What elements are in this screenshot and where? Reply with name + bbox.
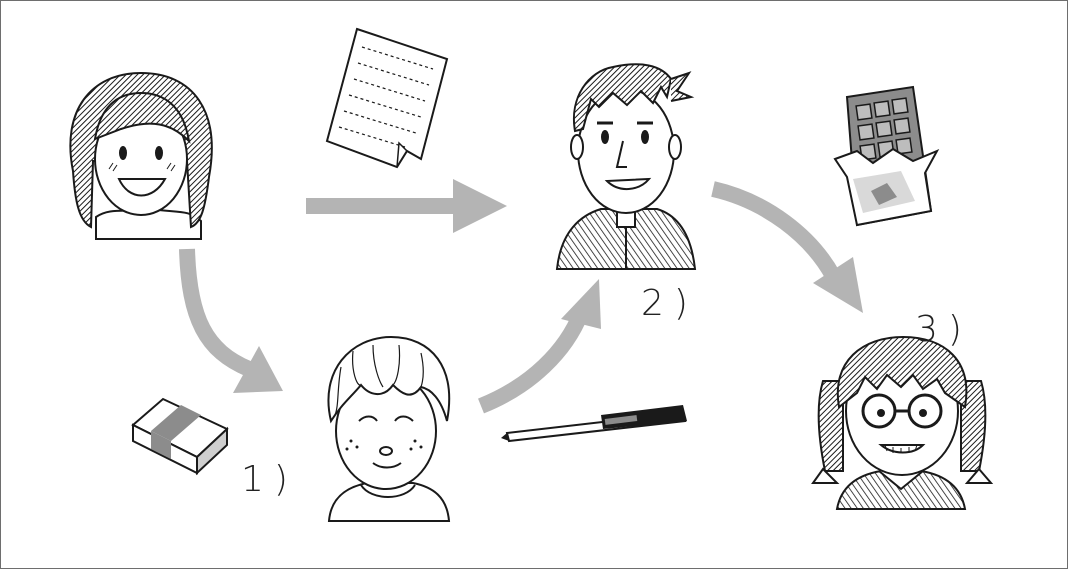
- arrow-wavy-boy-to-spiky-boy: [481, 279, 601, 406]
- step-3-label: 3): [915, 309, 972, 350]
- girl-glasses-figure: [813, 337, 991, 509]
- chocolate-icon: [835, 87, 937, 225]
- arrow-spiky-boy-to-glasses-girl: [713, 189, 863, 313]
- paper-icon: [327, 29, 447, 167]
- arrow-girl-to-wavy-boy: [187, 249, 283, 393]
- boy-spiky-figure: [557, 64, 695, 269]
- eraser-icon: [133, 399, 227, 473]
- step-1-label: 1): [241, 459, 298, 500]
- arrow-girl-to-spiky-boy: [306, 179, 507, 233]
- girl-top-left-figure: [70, 73, 211, 239]
- boy-wavy-figure: [328, 337, 449, 521]
- pen-icon: [501, 405, 687, 441]
- step-2-label: 2): [641, 283, 698, 324]
